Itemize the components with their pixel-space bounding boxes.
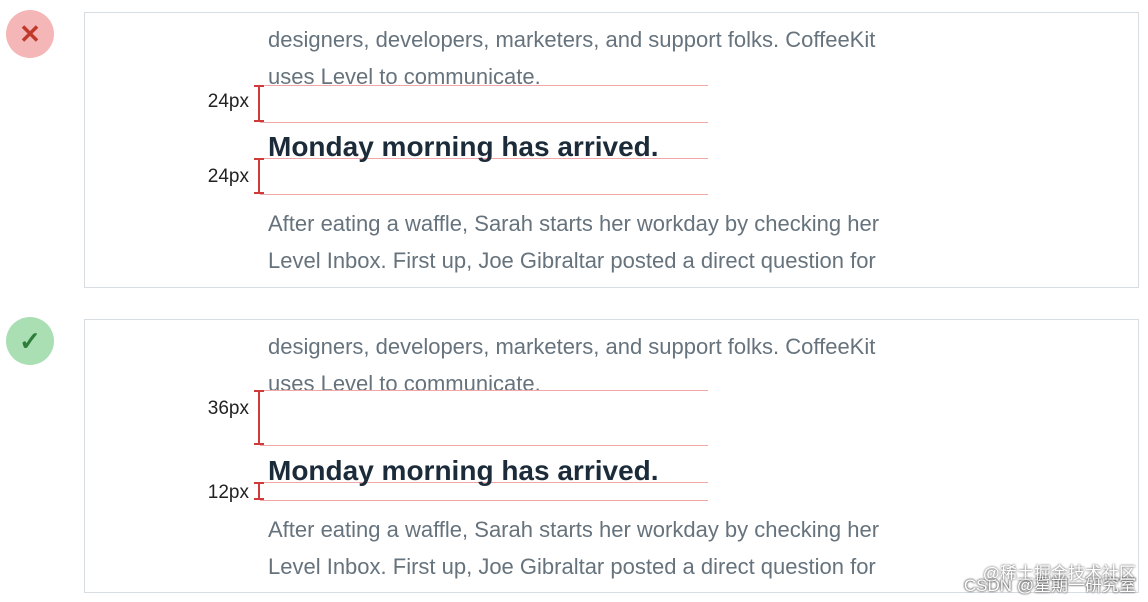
good-example-panel: designers, developers, marketers, and su… xyxy=(84,319,1139,593)
close-icon: ✕ xyxy=(19,19,41,49)
spacing-below-label: 12px xyxy=(207,482,249,503)
guide-line xyxy=(260,390,708,391)
heading-text: Monday morning has arrived. xyxy=(268,131,659,162)
spacing-bracket-below xyxy=(258,482,260,500)
spacing-bracket-above xyxy=(258,390,260,445)
guide-line xyxy=(260,122,708,123)
bracket-cap xyxy=(254,443,264,445)
body-line-1: After eating a waffle, Sarah starts her … xyxy=(268,517,880,542)
top-text-line-1: designers, developers, marketers, and su… xyxy=(268,334,876,359)
incorrect-badge: ✕ xyxy=(6,10,54,58)
correct-badge: ✓ xyxy=(6,317,54,365)
top-text-line-2: uses Level to communicate. xyxy=(268,64,541,89)
top-text-line-2: uses Level to communicate. xyxy=(268,371,541,396)
heading-text: Monday morning has arrived. xyxy=(268,455,659,486)
spacing-bracket-above xyxy=(258,85,260,122)
guide-line xyxy=(260,158,708,159)
guide-line xyxy=(260,482,708,483)
guide-line xyxy=(260,500,708,501)
body-line-2: Level Inbox. First up, Joe Gibraltar pos… xyxy=(268,554,876,579)
bracket-cap xyxy=(254,192,264,194)
bracket-cap xyxy=(254,120,264,122)
bracket-cap xyxy=(254,498,264,500)
spacing-below-label: 24px xyxy=(207,166,249,187)
body-line-1: After eating a waffle, Sarah starts her … xyxy=(268,211,880,236)
spacing-bracket-below xyxy=(258,158,260,194)
check-icon: ✓ xyxy=(19,326,41,356)
watermark: CSDN @星期一研究室 xyxy=(963,576,1136,595)
watermark-overlay: @稀土掘金技术社区 xyxy=(982,564,1136,583)
bad-example-panel: designers, developers, marketers, and su… xyxy=(84,12,1139,288)
guide-line xyxy=(260,445,708,446)
body-line-2: Level Inbox. First up, Joe Gibraltar pos… xyxy=(268,248,876,273)
spacing-above-label: 24px xyxy=(207,91,249,112)
spacing-above-label: 36px xyxy=(207,398,249,419)
guide-line xyxy=(260,194,708,195)
guide-line xyxy=(260,85,708,86)
top-text-line-1: designers, developers, marketers, and su… xyxy=(268,27,876,52)
